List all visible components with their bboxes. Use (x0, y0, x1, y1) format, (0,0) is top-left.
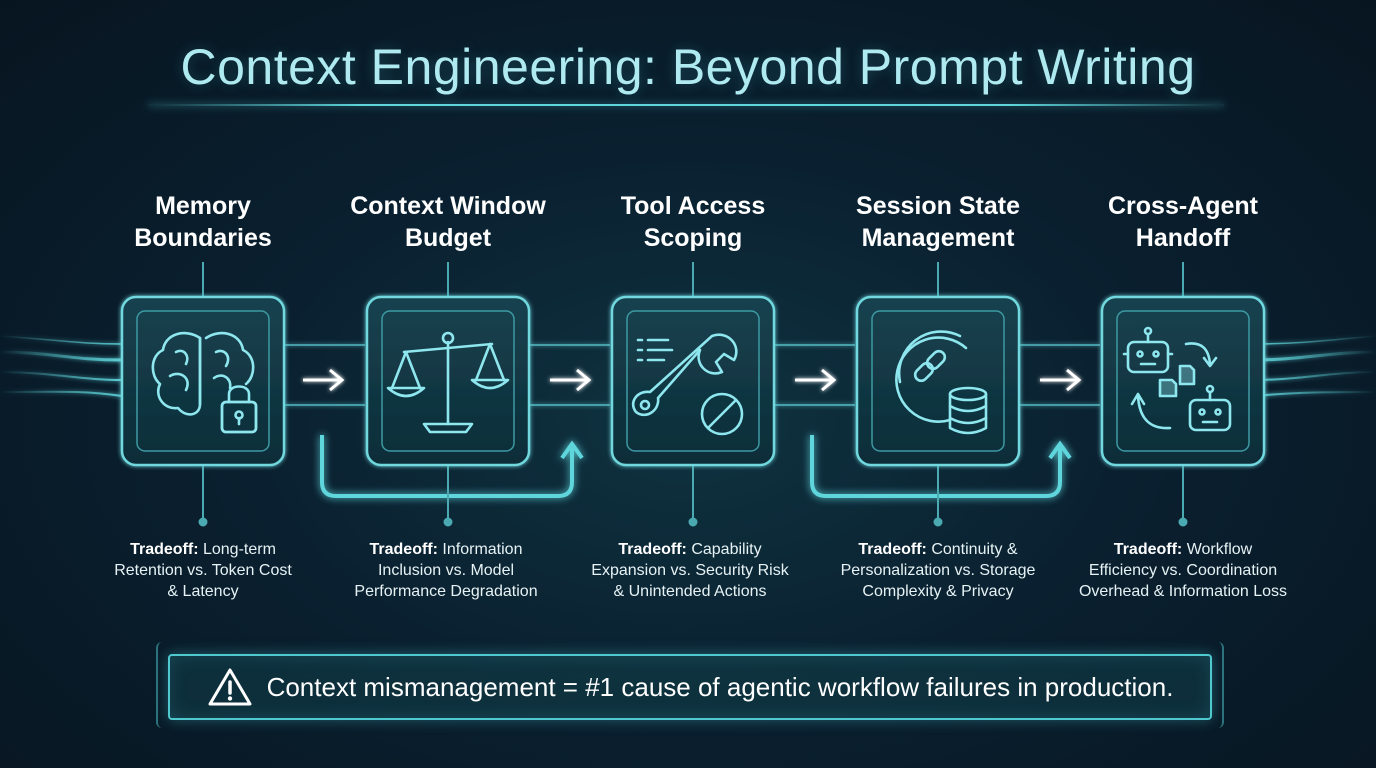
tradeoff-line: Workflow (1186, 541, 1253, 558)
right-data-beam (1253, 335, 1376, 397)
tradeoff-line: & Latency (167, 583, 239, 600)
step-panel-5 (1100, 295, 1266, 467)
callout-text: Context mismanagement = #1 cause of agen… (266, 671, 1174, 702)
step-title-line: Handoff (1135, 224, 1231, 252)
connector-4-5 (1020, 344, 1100, 406)
step-title-session-state-management: Session State Management (818, 190, 1058, 254)
step-title-context-window-budget: Context Window Budget (328, 190, 568, 254)
connector-1-2 (285, 344, 365, 406)
tradeoff-line: Complexity & Privacy (862, 583, 1014, 600)
tradeoff-label: Tradeoff: (369, 541, 438, 558)
page-title: Context Engineering: Beyond Prompt Writi… (180, 39, 1196, 95)
connector-2-3 (530, 344, 610, 406)
title-underline (148, 104, 1224, 106)
tradeoff-line: Long-term (202, 541, 276, 558)
tradeoff-line: Efficiency vs. Coordination (1088, 562, 1278, 579)
step-title-tool-access-scoping: Tool Access Scoping (573, 190, 813, 254)
brain-lock-icon (151, 331, 258, 434)
step-panel-3 (610, 295, 776, 467)
step-title-line: Boundaries (134, 224, 272, 252)
step-title-line: Memory (155, 192, 251, 220)
tradeoff-tool-access-scoping: Tradeoff: Capability Expansion vs. Secur… (570, 539, 810, 602)
balance-scale-icon (386, 331, 510, 434)
link-database-icon (895, 330, 988, 435)
tradeoff-label: Tradeoff: (858, 541, 927, 558)
tradeoff-memory-boundaries: Tradeoff: Long-term Retention vs. Token … (83, 539, 323, 602)
tradeoff-label: Tradeoff: (1113, 541, 1183, 558)
step-title-line: Cross-Agent (1107, 192, 1258, 220)
step-panel-4 (855, 295, 1021, 467)
step-panel-1 (120, 295, 286, 467)
tradeoff-line: & Unintended Actions (613, 583, 767, 600)
callout-frame (156, 642, 1224, 728)
tradeoff-line: Personalization vs. Storage (840, 562, 1036, 579)
tradeoff-line: Retention vs. Token Cost (114, 562, 292, 579)
tradeoff-label: Tradeoff: (130, 541, 199, 558)
tradeoff-session-state-management: Tradeoff: Continuity & Personalization v… (818, 539, 1058, 602)
connector-3-4 (775, 344, 855, 406)
tradeoff-line: Overhead & Information Loss (1078, 583, 1288, 600)
step-title-line: Scoping (643, 224, 743, 252)
tradeoff-context-window-budget: Tradeoff: Information Inclusion vs. Mode… (326, 539, 566, 602)
tradeoff-line: Expansion vs. Security Risk (591, 562, 789, 579)
step-title-line: Context Window (350, 192, 546, 220)
tradeoff-line: Inclusion vs. Model (377, 562, 515, 579)
feedback-loop-3-5 (810, 435, 1072, 498)
left-data-beam (0, 335, 123, 397)
tradeoff-line: Capability (691, 541, 762, 558)
tradeoff-line: Continuity & (931, 541, 1018, 558)
tradeoff-line: Performance Degradation (354, 583, 538, 600)
robots-exchange-icon (1122, 326, 1232, 432)
step-title-line: Session State (856, 192, 1020, 220)
tradeoff-cross-agent-handoff: Tradeoff: Workflow Efficiency vs. Coordi… (1063, 539, 1303, 602)
warning-callout: Context mismanagement = #1 cause of agen… (168, 654, 1212, 720)
step-title-cross-agent-handoff: Cross-Agent Handoff (1063, 190, 1303, 254)
tradeoff-label: Tradeoff: (618, 541, 687, 558)
wrench-block-icon (631, 333, 744, 436)
step-title-line: Tool Access (620, 192, 766, 220)
tradeoff-line: Information (442, 541, 523, 558)
step-title-line: Budget (404, 224, 492, 252)
step-title-memory-boundaries: Memory Boundaries (83, 190, 323, 254)
warning-icon (208, 668, 252, 706)
stems (198, 262, 1188, 527)
step-title-line: Management (861, 224, 1015, 252)
